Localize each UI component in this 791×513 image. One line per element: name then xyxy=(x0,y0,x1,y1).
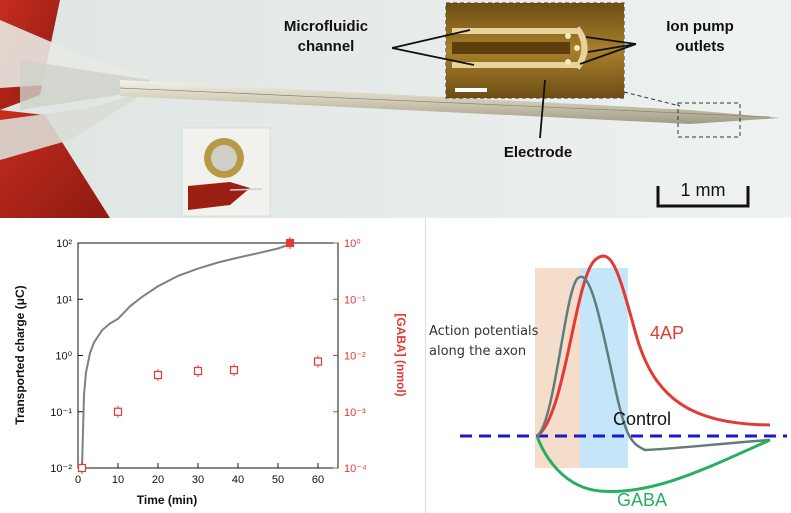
label-ion-pump-2: outlets xyxy=(675,38,724,55)
x-axis-label: Time (min) xyxy=(137,493,197,507)
x-tick-label: 10 xyxy=(112,474,124,486)
gaba-point xyxy=(77,463,87,473)
annotation-line-2: along the axon xyxy=(429,344,526,359)
action-potential-schematic: Action potentials along the axon 4AP Con… xyxy=(425,218,791,513)
y-tick-label: 10⁻¹ xyxy=(50,407,72,419)
y-right-tick-label: 10⁻⁴ xyxy=(344,463,367,475)
coin-inset xyxy=(181,127,271,217)
gaba-point xyxy=(113,407,123,416)
gaba-point xyxy=(285,238,295,248)
y-right-tick-label: 10⁻² xyxy=(344,351,366,363)
y-axis-label: Transported charge (μC) xyxy=(13,285,27,424)
y-tick-label: 10¹ xyxy=(56,294,72,306)
tip-highlight-box xyxy=(677,102,741,138)
inset-scale-bar xyxy=(455,88,487,92)
gaba-point xyxy=(153,370,163,380)
trace-4ap xyxy=(536,254,771,438)
probe-shaft xyxy=(120,80,780,124)
gaba-point xyxy=(193,366,203,376)
annotation-line-1: Action potentials xyxy=(429,324,539,339)
x-tick-label: 40 xyxy=(232,474,244,486)
scale-label: 1 mm xyxy=(681,180,726,200)
y-right-tick-label: 10⁻¹ xyxy=(344,294,366,306)
x-tick-label: 0 xyxy=(75,474,81,486)
charge-chart-panel: 0 10 20 30 40 50 60 10⁻² 10⁻¹ 10⁰ 10¹ 10² 10⁻⁴ 10⁻³ 10… xyxy=(0,218,413,513)
scale-bar xyxy=(656,186,750,208)
label-microfluidic-1: Microfluidic xyxy=(284,18,368,35)
label-ion-pump-1: Ion pump xyxy=(666,18,734,35)
panel-gap xyxy=(413,218,425,513)
y-tick-label: 10⁻² xyxy=(50,463,72,475)
y-tick-label: 10² xyxy=(56,238,72,250)
shade-repolarization xyxy=(580,268,628,468)
action-potential-panel: Action potentials along the axon 4AP Con… xyxy=(425,218,791,513)
y-right-tick-label: 10⁰ xyxy=(344,238,361,250)
y-tick-label: 10⁰ xyxy=(55,351,72,363)
label-microfluidic-2: channel xyxy=(298,38,355,55)
plot-frame xyxy=(77,242,339,469)
trace-control xyxy=(536,275,771,452)
y-axis-right-label: [GABA] (nmol) xyxy=(394,313,408,396)
label-control: Control xyxy=(613,409,671,429)
label-4ap: 4AP xyxy=(650,323,684,343)
label-gaba: GABA xyxy=(617,490,667,510)
charge-chart: 0 10 20 30 40 50 60 10⁻² 10⁻¹ 10⁰ 10¹ 10² 10⁻⁴ 10⁻³ 10… xyxy=(13,237,408,507)
device-photo: Microfluidic channel Ion pump outlets El… xyxy=(0,0,791,218)
x-tick-label: 50 xyxy=(272,474,284,486)
inset-micrograph xyxy=(445,2,625,99)
label-electrode: Electrode xyxy=(504,144,572,161)
x-tick-label: 30 xyxy=(192,474,204,486)
x-tick-label: 60 xyxy=(312,474,324,486)
device-photo-panel: Microfluidic channel Ion pump outlets El… xyxy=(0,0,791,218)
gaba-point xyxy=(229,366,239,375)
y-right-tick-label: 10⁻³ xyxy=(344,407,366,419)
trace-gaba xyxy=(535,435,771,494)
gaba-point xyxy=(313,357,323,366)
x-tick-label: 20 xyxy=(152,474,164,486)
charge-curve xyxy=(81,243,291,469)
